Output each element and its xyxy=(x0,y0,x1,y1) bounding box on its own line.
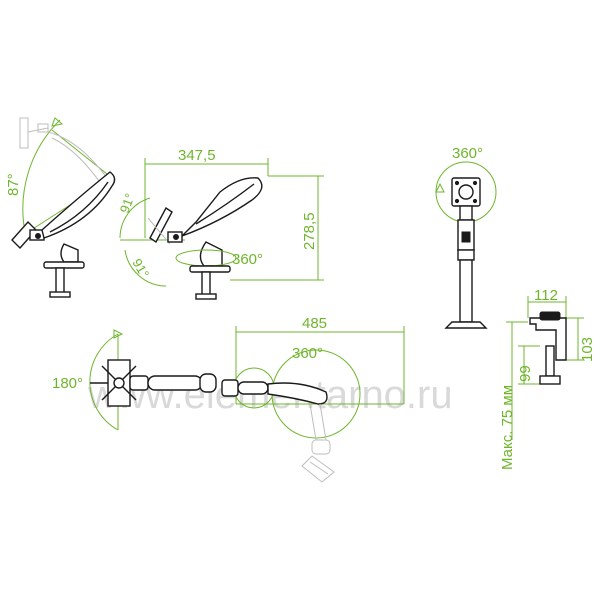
clamp-knob xyxy=(539,375,561,385)
joint-pin xyxy=(35,233,41,239)
clamp-pad xyxy=(49,291,71,298)
reach-485-label: 485 xyxy=(302,315,327,332)
tilt-down-arc xyxy=(124,249,167,287)
clamp-top xyxy=(539,311,561,321)
arm-end-top xyxy=(199,373,217,393)
arm-upper xyxy=(41,171,116,239)
arm-top xyxy=(267,382,328,405)
ghost-detail xyxy=(309,461,329,475)
arrow-head xyxy=(51,117,64,127)
joint-pin xyxy=(173,234,179,240)
side-view-tilt: 87° xyxy=(5,117,116,298)
clamp-99-label: 99 xyxy=(517,365,534,382)
ghost-monitor xyxy=(301,455,335,483)
desk-plate xyxy=(189,265,231,273)
swivel-180-label: 180° xyxy=(52,375,83,392)
arm-top xyxy=(147,375,203,391)
width-347-label: 347,5 xyxy=(178,147,216,164)
desk-plate xyxy=(43,261,85,269)
ghost-arm xyxy=(47,131,111,183)
vesa-center xyxy=(458,184,474,200)
vesa-hole xyxy=(472,180,478,186)
rotate-top-360-label: 360° xyxy=(292,345,323,362)
clamp-112-label: 112 xyxy=(534,287,558,304)
side-view-dimensions: 347,5 278,5 91° 91° 360° xyxy=(117,147,324,300)
front-collar xyxy=(457,249,475,261)
clamp-103-label: 103 xyxy=(579,337,596,362)
clamp-max-label: Макс. 75 мм xyxy=(499,385,516,470)
arm-detail xyxy=(195,183,255,225)
tilt-guide-line xyxy=(51,129,113,179)
vesa-joint-top xyxy=(221,379,239,397)
clamp-screw xyxy=(55,267,65,295)
vesa-center xyxy=(113,377,125,389)
ghost-arm xyxy=(51,137,105,189)
ghost-monitor xyxy=(19,117,29,149)
swivel-arc xyxy=(89,333,119,431)
arm-base-joint xyxy=(199,241,223,267)
clamp-screw xyxy=(201,271,211,297)
front-joint xyxy=(459,205,473,221)
rotate-front-360-label: 360° xyxy=(452,145,483,162)
tilt-up-91-label: 91° xyxy=(117,191,138,215)
pole xyxy=(459,259,473,323)
top-view-swivel: 180° xyxy=(52,329,217,431)
tilt-arc xyxy=(22,119,61,233)
height-278-label: 278,5 xyxy=(301,212,318,250)
clamp-bolt xyxy=(545,345,555,377)
arm-top xyxy=(237,381,269,395)
arm-base-joint xyxy=(60,243,79,263)
vesa-hole xyxy=(454,180,460,186)
clamp-view: 112 103 99 Макс. 75 мм xyxy=(499,287,596,470)
tilt-up-arc xyxy=(119,197,151,239)
vesa-hole xyxy=(454,198,460,204)
top-view-reach: 485 360° xyxy=(221,315,405,483)
front-arm-detail xyxy=(461,231,471,243)
ghost-joint xyxy=(311,439,331,455)
vesa-hole xyxy=(472,198,478,204)
front-view: 360° xyxy=(435,145,497,329)
pole-base xyxy=(444,321,488,329)
monitor-plate xyxy=(149,206,173,244)
arm-joint-top xyxy=(129,375,149,391)
ghost-joint xyxy=(37,123,49,133)
clamp-pad xyxy=(195,293,217,300)
rotate-side-360-label: 360° xyxy=(232,251,263,268)
tilt-87-label: 87° xyxy=(5,173,22,196)
ghost-monitor xyxy=(147,217,171,245)
clamp-body xyxy=(529,317,567,361)
arm-detail xyxy=(49,181,109,233)
arrow-head xyxy=(435,182,445,193)
tilt-down-91-label: 91° xyxy=(129,256,152,281)
